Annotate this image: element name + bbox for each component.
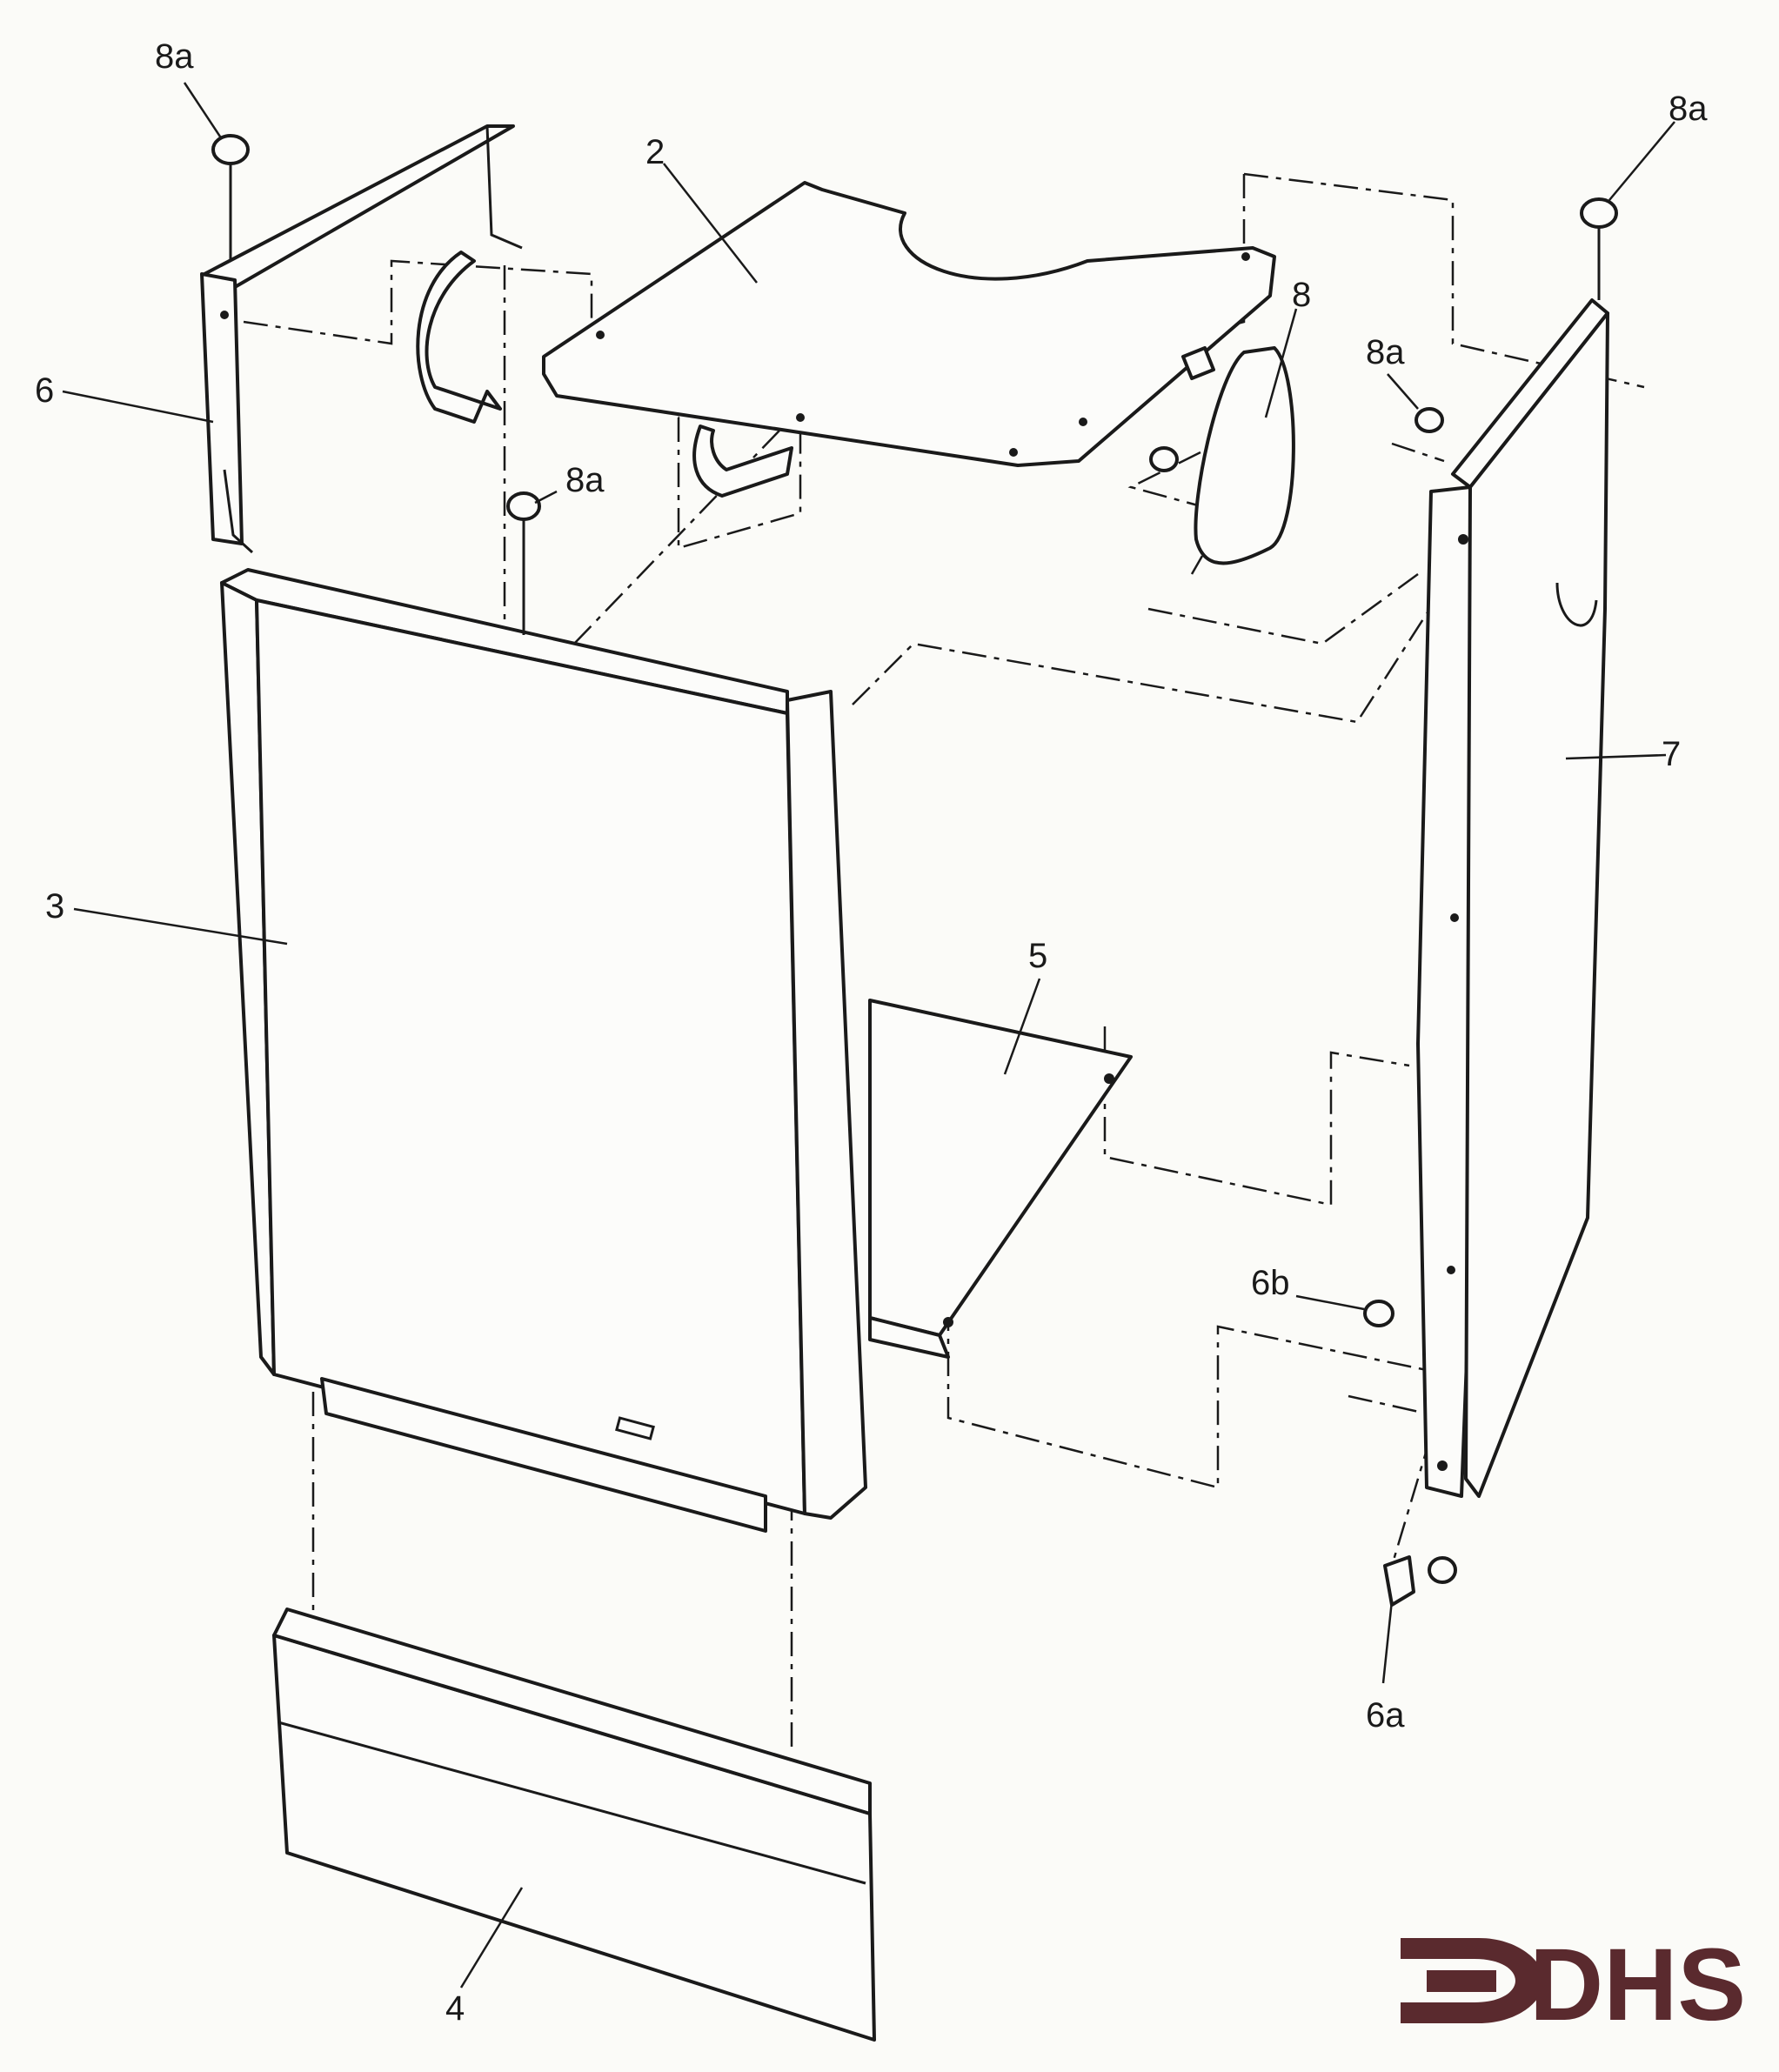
label-8a-middle: 8a	[565, 461, 605, 499]
screw-icon	[211, 134, 250, 261]
label-6b: 6b	[1251, 1264, 1290, 1302]
screw-icon	[1363, 1300, 1394, 1327]
label-8: 8	[1292, 276, 1311, 314]
part-4-kick-plate	[272, 1607, 876, 2042]
screw-icon	[1149, 446, 1179, 472]
logo-arrow-icon	[1401, 1938, 1544, 2023]
foot-icon	[1383, 1555, 1415, 1607]
logo-text: DHS	[1529, 1928, 1746, 2042]
part-2-top-panel	[542, 181, 1276, 467]
label-8a-top-left: 8a	[155, 37, 194, 76]
label-4: 4	[445, 1989, 465, 2028]
part-7-right-panel	[1416, 298, 1609, 1498]
part-3-front-door	[220, 568, 867, 1533]
dhs-logo: DHS	[1401, 1928, 1746, 2042]
label-6: 6	[35, 371, 54, 410]
part-5-bottom-shelf	[868, 999, 1133, 1359]
label-8a-right: 8a	[1366, 333, 1405, 371]
label-6a: 6a	[1366, 1696, 1405, 1734]
label-3: 3	[45, 887, 64, 926]
label-2: 2	[645, 133, 665, 171]
left-bracket	[416, 251, 502, 424]
leader-lines	[62, 82, 1675, 1988]
screw-icon	[1415, 407, 1444, 433]
label-7: 7	[1662, 735, 1681, 773]
screw-icon	[506, 491, 541, 635]
middle-bracket	[692, 424, 793, 498]
label-8a-top-right: 8a	[1669, 90, 1708, 128]
part-6-left-rail	[200, 124, 523, 554]
callout-labels: 8a 8a 8a 8a 2 6 3 5 8 7 6b 6a 4	[35, 37, 1708, 2028]
screw-icon	[1428, 1556, 1457, 1584]
label-5: 5	[1028, 937, 1047, 975]
screws	[211, 134, 1618, 1607]
screw-icon	[1580, 197, 1618, 300]
